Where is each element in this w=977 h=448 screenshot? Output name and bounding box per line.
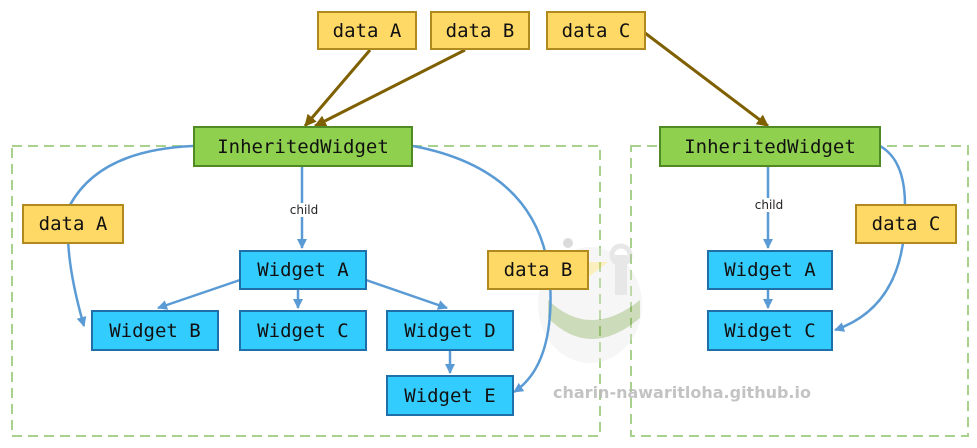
right-data-c-badge: data C xyxy=(855,204,957,244)
widget-b: Widget B xyxy=(91,310,219,351)
right-widget-c: Widget C xyxy=(707,310,833,351)
left-data-a-badge: data A xyxy=(22,204,124,244)
arrow-dataC-to-right-inherited xyxy=(644,31,769,128)
data-c-source: data C xyxy=(546,11,646,50)
left-data-b-badge: data B xyxy=(487,250,589,290)
right-child-label: child xyxy=(752,198,786,212)
arrow-widgetA-to-widgetD xyxy=(365,278,448,310)
widget-e: Widget E xyxy=(386,375,514,416)
arrow-widgetA-to-widgetB xyxy=(157,278,241,310)
watermark-text: charin-nawaritloha.github.io xyxy=(553,383,811,402)
right-inherited-widget: InheritedWidget xyxy=(659,126,881,167)
data-a-source: data A xyxy=(317,11,417,50)
arrow-dataA-to-left-inherited xyxy=(303,49,372,127)
arrow-dataB-to-left-inherited xyxy=(314,48,466,128)
widget-d: Widget D xyxy=(386,310,514,351)
left-inherited-widget: InheritedWidget xyxy=(193,126,413,167)
widget-a: Widget A xyxy=(239,250,367,290)
left-child-label: child xyxy=(287,203,321,217)
data-b-source: data B xyxy=(430,11,530,50)
widget-c: Widget C xyxy=(239,310,367,351)
right-widget-a: Widget A xyxy=(707,250,833,290)
